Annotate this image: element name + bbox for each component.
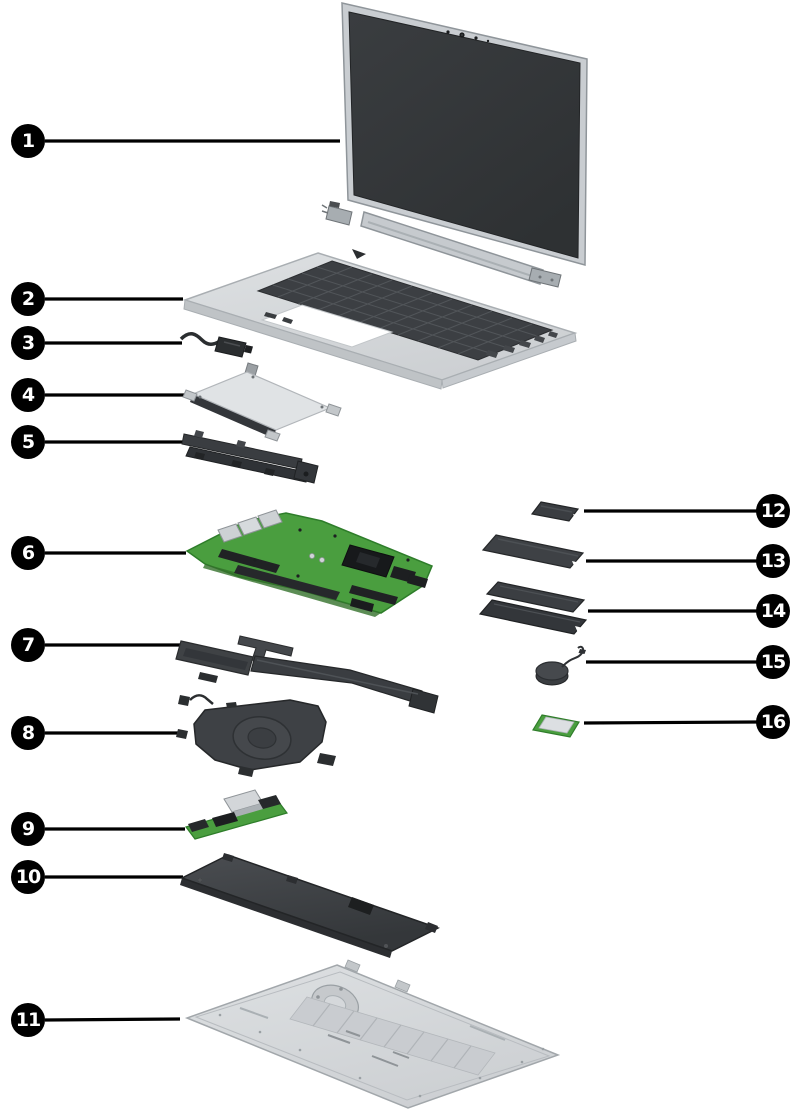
callout-7-badge: 7 — [11, 628, 45, 662]
fan-illustration — [176, 694, 336, 777]
callout-10-number: 10 — [15, 865, 41, 888]
callout-11-leader — [44, 1017, 181, 1022]
callout-5-number: 5 — [21, 430, 35, 453]
callout-16-number: 16 — [760, 710, 786, 733]
callout-9-number: 9 — [21, 817, 35, 840]
card-module-illustration — [530, 501, 580, 522]
callout-15-number: 15 — [760, 650, 786, 673]
audio-board-illustration — [184, 789, 289, 840]
callout-3-badge: 3 — [11, 326, 45, 360]
callout-8-badge: 8 — [11, 716, 45, 750]
callout-1-badge: 1 — [11, 124, 45, 158]
callout-16-badge: 16 — [756, 705, 790, 739]
callout-11-number: 11 — [15, 1008, 41, 1031]
ssd-with-shield-illustration — [478, 581, 588, 635]
callout-4-badge: 4 — [11, 378, 45, 412]
keyboard-keys — [256, 260, 554, 361]
heat-sink-illustration — [175, 635, 439, 714]
battery-illustration — [180, 853, 440, 958]
power-connector-cable-illustration — [179, 332, 253, 358]
touchpad-illustration — [182, 362, 342, 442]
display-hinge-left — [321, 201, 353, 226]
callout-13-badge: 13 — [756, 544, 790, 578]
callout-9-badge: 9 — [11, 812, 45, 846]
callout-4-number: 4 — [21, 383, 35, 406]
callout-5-badge: 5 — [11, 425, 45, 459]
rtc-battery-illustration — [535, 645, 586, 686]
keyboard-top-cover-illustration — [182, 249, 578, 390]
leader-lines — [44, 139, 758, 1022]
display-assembly-illustration — [321, 2, 588, 288]
callout-12-number: 12 — [760, 499, 786, 522]
system-board-illustration — [185, 509, 433, 617]
callout-12-badge: 12 — [756, 494, 790, 528]
callout-2-number: 2 — [21, 287, 35, 310]
callout-6-number: 6 — [21, 541, 35, 564]
callout-14-number: 14 — [760, 599, 786, 622]
display-hinge-right — [528, 267, 562, 288]
callout-8-number: 8 — [21, 721, 35, 744]
callout-1-number: 1 — [21, 129, 35, 152]
callout-10-badge: 10 — [11, 860, 45, 894]
callout-6-badge: 6 — [11, 536, 45, 570]
speaker-illustration — [181, 430, 319, 484]
callout-3-number: 3 — [21, 331, 35, 354]
ssd-shield-illustration — [481, 534, 585, 569]
side-ports — [486, 331, 558, 358]
callout-2-badge: 2 — [11, 282, 45, 316]
callout-11-badge: 11 — [11, 1003, 45, 1037]
callout-15-badge: 15 — [756, 645, 790, 679]
callout-14-badge: 14 — [756, 594, 790, 628]
callout-16-leader — [583, 720, 758, 725]
callout-7-number: 7 — [21, 633, 35, 656]
callout-13-number: 13 — [760, 549, 786, 572]
bottom-cover-illustration — [184, 959, 561, 1109]
vent-mesh — [289, 996, 496, 1076]
wlan-module-illustration — [532, 714, 580, 738]
